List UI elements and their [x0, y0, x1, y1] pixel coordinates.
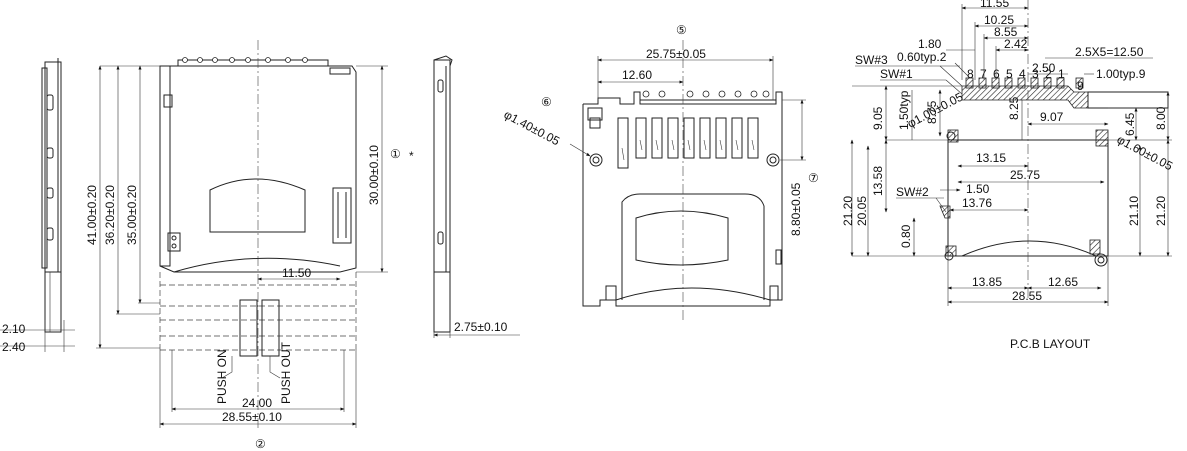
dim-21-20-left: 21.20	[841, 196, 855, 226]
hole-1-40-label: φ1.40±0.05	[502, 107, 563, 148]
dim-2-10: 2.10	[2, 322, 26, 336]
push-out-label: PUSH OUT	[279, 341, 293, 404]
pin-8: 8	[967, 67, 974, 81]
dim-1-50-typ: 1.50typ	[897, 90, 911, 130]
dim-2-40: 2.40	[2, 340, 26, 354]
dim-8-00: 8.00	[1154, 106, 1168, 130]
dim-35-00: 35.00±0.20	[125, 185, 139, 245]
dim-2-75: 2.75±0.10	[454, 320, 508, 334]
pin-4: 4	[1019, 67, 1026, 81]
dim-0-60-typ: 0.60typ.2	[897, 50, 947, 64]
dim-11-50: 11.50	[282, 266, 311, 280]
right-side-view: 2.75±0.10	[433, 55, 520, 338]
pin-7: 7	[980, 67, 987, 81]
dim-10-25: 10.25	[984, 13, 1014, 27]
dim-0-80: 0.80	[899, 224, 913, 248]
sw2-label: SW#2	[896, 185, 929, 199]
dim-13-76: 13.76	[962, 196, 992, 210]
front-view: PUSH ON PUSH OUT 41.00±0.20 36.20±0.20 3…	[85, 40, 414, 451]
dim-9-07: 9.07	[1040, 110, 1064, 124]
dim-41-00: 41.00±0.20	[85, 185, 99, 245]
dim-28-55-pcb: 28.55	[1012, 289, 1042, 303]
dim-2-42: 2.42	[1004, 37, 1028, 51]
socket-view: 25.75±0.05 12.60 8.80±0.05 ⑤ ⑥ ⑦ φ1.40±0…	[502, 23, 819, 320]
marker-5: ⑤	[676, 23, 687, 37]
left-side-view: 2.10 2.40	[0, 58, 75, 354]
dim-30-00: 30.00±0.10	[367, 145, 381, 205]
dim-20-05: 20.05	[855, 196, 869, 226]
asterisk-mark: *	[409, 149, 414, 163]
dim-36-20: 36.20±0.20	[103, 185, 117, 245]
dim-11-55: 11.55	[980, 0, 1009, 10]
push-on-label: PUSH ON	[215, 349, 229, 404]
dim-8-55: 8.55	[994, 25, 1018, 39]
sw1-label: SW#1	[880, 67, 913, 81]
dim-8-80: 8.80±0.05	[789, 182, 803, 236]
dim-2-50: 2.50	[1032, 61, 1056, 75]
socket-contacts	[617, 117, 759, 169]
dim-9-05: 9.05	[871, 106, 885, 130]
dim-1-80: 1.80	[918, 37, 942, 51]
hole-1-60-label: φ1.60±0.05	[1115, 132, 1176, 173]
pin-6: 6	[993, 67, 1000, 81]
dim-1-00-typ: 1.00typ.9	[1096, 67, 1146, 81]
dim-13-58: 13.58	[871, 166, 885, 196]
dim-21-10: 21.10	[1127, 196, 1141, 226]
marker-1: ①	[390, 147, 401, 161]
dim-24-00: 24.00	[242, 396, 272, 410]
dim-13-15: 13.15	[976, 151, 1006, 165]
dim-2-5x5: 2.5X5=12.50	[1075, 45, 1144, 59]
pcb-layout-caption: P.C.B LAYOUT	[1010, 337, 1091, 351]
pcb-layout: 8 7 6 5 4 3 2 1 9 11.55 10.25 8.55 2.42 …	[841, 0, 1175, 351]
dim-12-65: 12.65	[1048, 275, 1078, 289]
dim-8-25: 8.25	[1007, 96, 1021, 120]
dim-28-55: 28.55±0.10	[222, 410, 282, 424]
dim-12-60: 12.60	[622, 68, 652, 82]
dim-8-75: 8.75	[925, 100, 939, 124]
marker-2: ②	[255, 437, 266, 451]
dim-25-75-pcb: 25.75	[1010, 168, 1040, 182]
dim-21-20-right: 21.20	[1154, 196, 1168, 226]
sw3-label: SW#3	[855, 53, 888, 67]
dim-1-50: 1.50	[966, 182, 990, 196]
dim-6-45: 6.45	[1123, 112, 1137, 136]
marker-6: ⑥	[541, 95, 552, 109]
pcb-pins	[965, 77, 1084, 89]
pin-9: 9	[1077, 79, 1084, 93]
dim-25-75: 25.75±0.05	[646, 47, 706, 61]
marker-7: ⑦	[808, 171, 819, 185]
dim-13-85: 13.85	[972, 275, 1002, 289]
pin-5: 5	[1006, 67, 1013, 81]
